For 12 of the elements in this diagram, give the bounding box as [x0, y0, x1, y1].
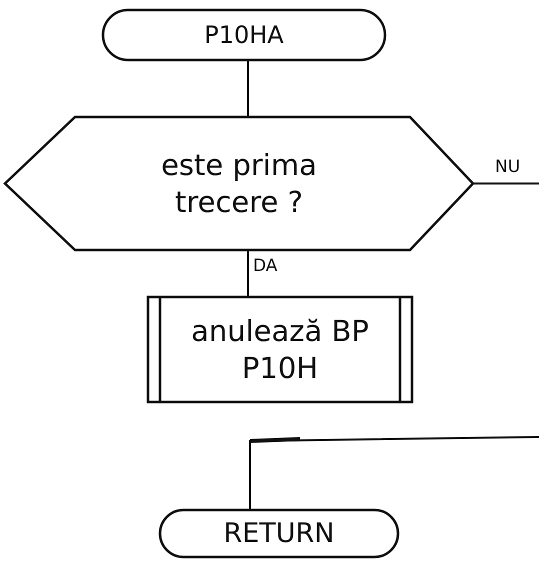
decision-hexagon — [3, 116, 475, 252]
node-label: anulează BP P10H — [190, 313, 370, 386]
node-label: este prima trecere ? — [160, 147, 318, 220]
terminal-shape — [158, 508, 400, 558]
subroutine-box — [146, 296, 414, 404]
connector-line — [249, 436, 539, 510]
node-label: P10HA — [204, 20, 284, 50]
connector-line — [247, 60, 249, 117]
node-label: RETURN — [223, 516, 335, 550]
connector-line — [473, 182, 539, 184]
terminal-shape — [102, 8, 386, 62]
connector-line — [247, 250, 249, 297]
